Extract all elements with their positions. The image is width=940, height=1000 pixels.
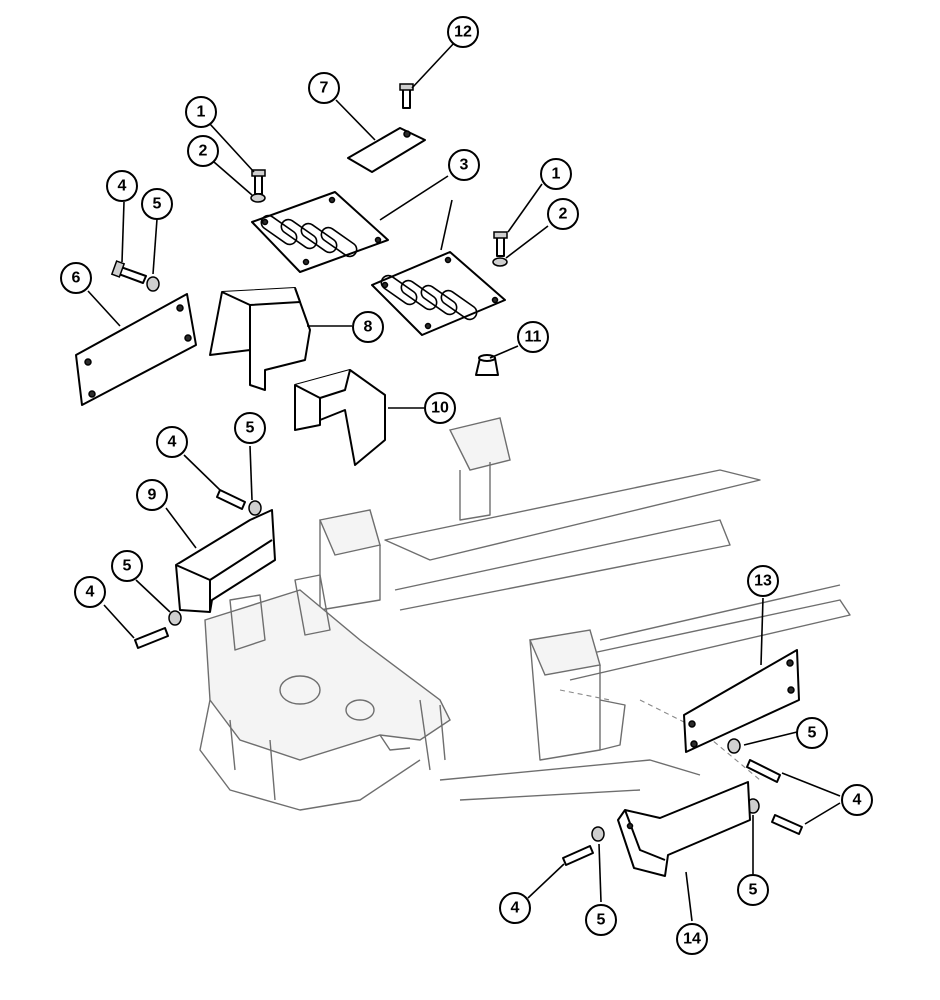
callout-5: 5: [796, 717, 828, 749]
part-4-bolt-d: [746, 759, 781, 783]
svg-text:13: 13: [754, 573, 772, 590]
svg-text:5: 5: [808, 725, 817, 742]
svg-text:5: 5: [123, 558, 132, 575]
part-4-bolt-c: [134, 627, 169, 649]
callout-14: 14: [676, 923, 708, 955]
svg-text:1: 1: [197, 104, 206, 121]
part-13-plate: [683, 649, 800, 753]
callout-4: 4: [499, 892, 531, 924]
svg-text:7: 7: [320, 80, 329, 97]
part-3-slotted-plate-right: [371, 251, 506, 336]
svg-text:2: 2: [199, 143, 208, 160]
svg-text:5: 5: [246, 420, 255, 437]
part-1-bolt-left: [251, 169, 266, 195]
callout-10: 10: [424, 392, 456, 424]
callout-4: 4: [156, 426, 188, 458]
part-5-nut-a: [146, 276, 160, 292]
callout-2: 2: [547, 198, 579, 230]
chassis-frame: [199, 417, 851, 811]
svg-text:9: 9: [148, 487, 157, 504]
callout-5: 5: [585, 904, 617, 936]
part-5-nut-c: [168, 610, 182, 626]
part-2-washer-left: [250, 193, 266, 203]
callout-5: 5: [141, 188, 173, 220]
svg-text:2: 2: [559, 206, 568, 223]
part-7-strap-plate: [347, 127, 426, 173]
part-9-angle-bracket: [175, 509, 276, 613]
callout-11: 11: [517, 321, 549, 353]
part-5-nut-f: [591, 826, 605, 842]
part-8-bracket: [209, 287, 311, 391]
svg-text:12: 12: [454, 24, 472, 41]
part-10-bracket: [294, 369, 386, 466]
part-5-nut-d: [727, 738, 741, 754]
part-4-bolt-b: [216, 489, 246, 510]
callout-4: 4: [74, 576, 106, 608]
svg-text:6: 6: [72, 270, 81, 287]
callout-4: 4: [841, 784, 873, 816]
svg-text:4: 4: [168, 434, 177, 451]
part-4-bolt-a: [110, 260, 147, 284]
svg-text:4: 4: [511, 900, 520, 917]
svg-text:5: 5: [597, 912, 606, 929]
svg-text:5: 5: [153, 196, 162, 213]
callout-3: 3: [448, 149, 480, 181]
callout-7: 7: [308, 72, 340, 104]
part-11-cap: [475, 354, 499, 376]
svg-text:8: 8: [364, 319, 373, 336]
callout-6: 6: [60, 262, 92, 294]
svg-text:14: 14: [683, 931, 701, 948]
leader-lines: [87, 41, 841, 922]
callout-4: 4: [106, 170, 138, 202]
part-5-nut-b: [248, 500, 262, 516]
part-14-bracket: [617, 781, 751, 877]
callout-9: 9: [136, 479, 168, 511]
svg-text:4: 4: [86, 584, 95, 601]
svg-text:4: 4: [853, 792, 862, 809]
callout-8: 8: [352, 311, 384, 343]
callout-12: 12: [447, 16, 479, 48]
callout-1: 1: [185, 96, 217, 128]
svg-text:1: 1: [552, 166, 561, 183]
callout-5: 5: [234, 412, 266, 444]
part-6-flat-plate: [75, 293, 197, 406]
svg-text:4: 4: [118, 178, 127, 195]
svg-text:11: 11: [525, 329, 542, 346]
callout-13: 13: [747, 565, 779, 597]
svg-text:10: 10: [431, 400, 449, 417]
part-2-washer-right: [492, 257, 508, 267]
callout-5: 5: [111, 550, 143, 582]
part-3-slotted-plate-left: [251, 191, 389, 273]
part-4-bolt-e: [771, 814, 803, 835]
svg-text:5: 5: [749, 882, 758, 899]
part-12-bolt: [399, 83, 414, 109]
callout-2: 2: [187, 135, 219, 167]
part-1-bolt-right: [493, 231, 508, 257]
svg-text:3: 3: [460, 157, 469, 174]
callout-1: 1: [540, 158, 572, 190]
callout-5: 5: [737, 874, 769, 906]
part-4-bolt-f: [562, 845, 594, 866]
